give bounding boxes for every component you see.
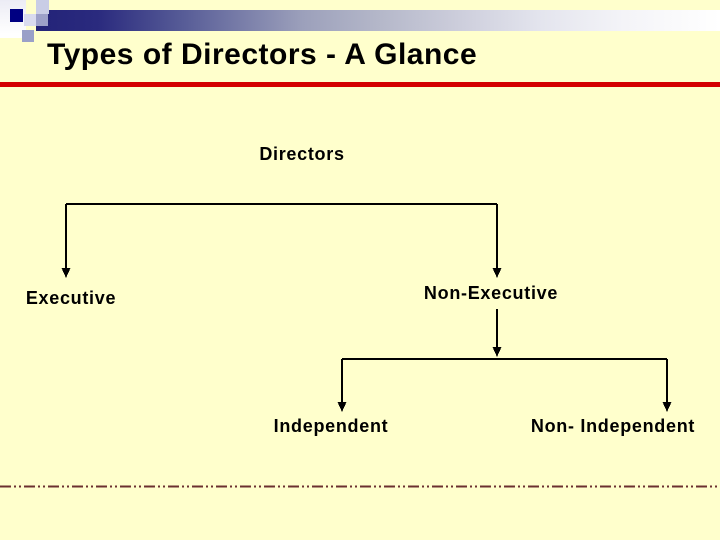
- arrowhead-executive-icon: [61, 268, 71, 278]
- node-non-executive: Non-Executive: [423, 283, 559, 303]
- ornament-square-navy: [10, 9, 23, 22]
- arrowhead-non-executive-icon: [492, 268, 502, 278]
- ornament-square-lavender: [22, 30, 34, 42]
- header-gradient-bar: [36, 10, 720, 31]
- node-independent: Independent: [273, 416, 389, 436]
- node-executive: Executive: [25, 288, 117, 308]
- ornament-square-lavender: [36, 14, 48, 26]
- arrowhead-non-executive-stem-icon: [492, 347, 502, 357]
- arrowhead-non-independent-icon: [662, 402, 672, 412]
- ornament-square-lavender: [36, 0, 49, 14]
- arrowhead-independent-icon: [337, 402, 347, 412]
- ornament-square-lavender: [24, 14, 36, 26]
- title-underline-rule: [0, 82, 720, 87]
- node-directors: Directors: [259, 144, 345, 164]
- node-non-independent: Non- Independent: [530, 416, 696, 436]
- slide-title: Types of Directors - A Glance: [47, 38, 478, 71]
